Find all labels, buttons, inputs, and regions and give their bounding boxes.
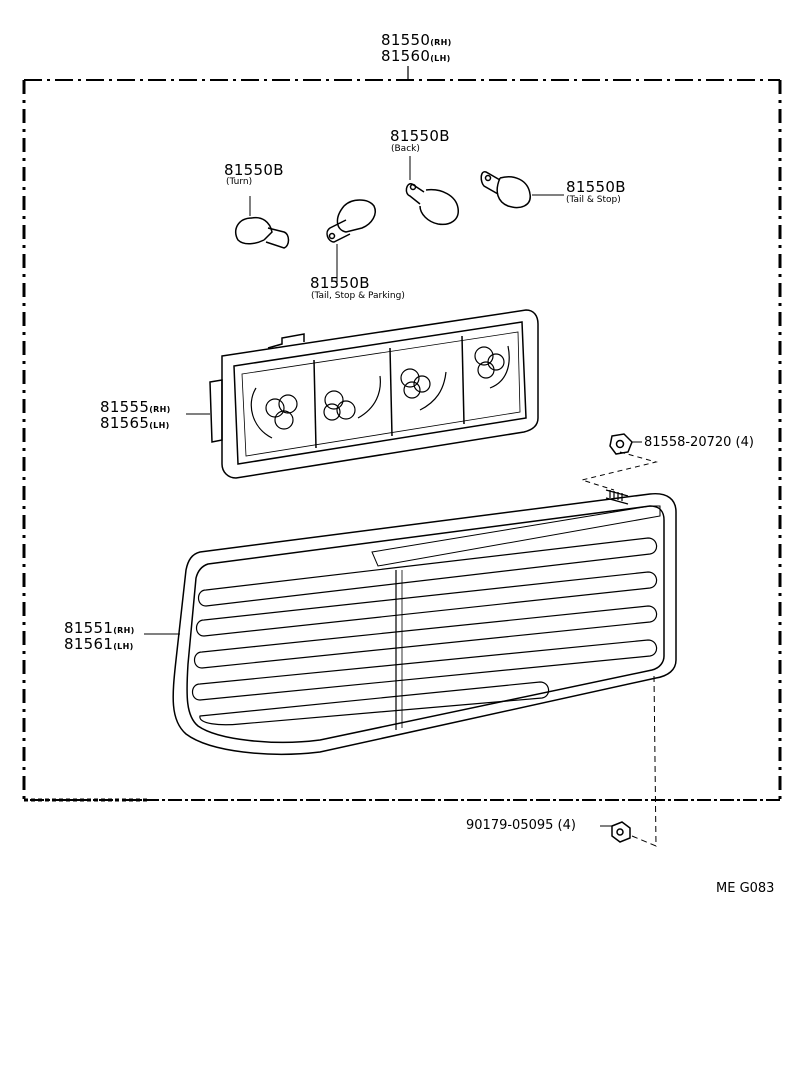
lens-lh-side: (LH) bbox=[113, 642, 134, 651]
figure-code: ME G083 bbox=[716, 881, 775, 896]
bulb-tail-stop-note: (Tail & Stop) bbox=[566, 195, 621, 205]
lens bbox=[172, 492, 677, 755]
bulb-back-note: (Back) bbox=[391, 144, 420, 154]
assembly-lh-side: (LH) bbox=[430, 54, 451, 63]
assembly-boundary bbox=[22, 79, 782, 802]
assembly-rh-side: (RH) bbox=[430, 38, 452, 47]
bulb-back bbox=[405, 156, 459, 226]
bulb-tail-stop-parking-part-number: 81550B bbox=[310, 274, 370, 292]
bulb-back-part-number: 81550B bbox=[390, 127, 450, 145]
lens-lh-part-number: 81561(LH) bbox=[64, 635, 134, 653]
socket-body-lh-side: (LH) bbox=[149, 421, 170, 430]
bulb-tail-stop-parking-note: (Tail, Stop & Parking) bbox=[311, 291, 405, 301]
bulb-tail-stop-parking bbox=[326, 199, 376, 282]
assembly-lh-part-number: 81560(LH) bbox=[381, 47, 451, 65]
socket-body-rh-part-number: 81555(RH) bbox=[100, 398, 171, 416]
bulb-turn-note: (Turn) bbox=[226, 177, 253, 187]
screw bbox=[600, 821, 631, 843]
bulb-turn bbox=[234, 196, 290, 249]
screw-part-number: 90179-05095 (4) bbox=[466, 818, 576, 833]
bulb-tail-stop bbox=[480, 171, 564, 209]
nut-dashed-path bbox=[580, 451, 658, 491]
lens-rh-part-number: 81551(RH) bbox=[64, 619, 135, 637]
nut-part-number: 81558-20720 (4) bbox=[644, 435, 754, 450]
nut-quantity: (4) bbox=[735, 435, 754, 450]
socket-body bbox=[209, 309, 539, 479]
screw-dashed-path bbox=[631, 675, 657, 847]
bulb-tail-stop-part-number: 81550B bbox=[566, 178, 626, 196]
socket-body-lh-part-number: 81565(LH) bbox=[100, 414, 170, 432]
assembly-rh-part-number: 81550(RH) bbox=[381, 31, 452, 49]
bulb-turn-part-number: 81550B bbox=[224, 161, 284, 179]
nut bbox=[609, 433, 642, 455]
screw-quantity: (4) bbox=[557, 818, 576, 833]
socket-body-rh-side: (RH) bbox=[149, 405, 171, 414]
lens-rh-side: (RH) bbox=[113, 626, 135, 635]
